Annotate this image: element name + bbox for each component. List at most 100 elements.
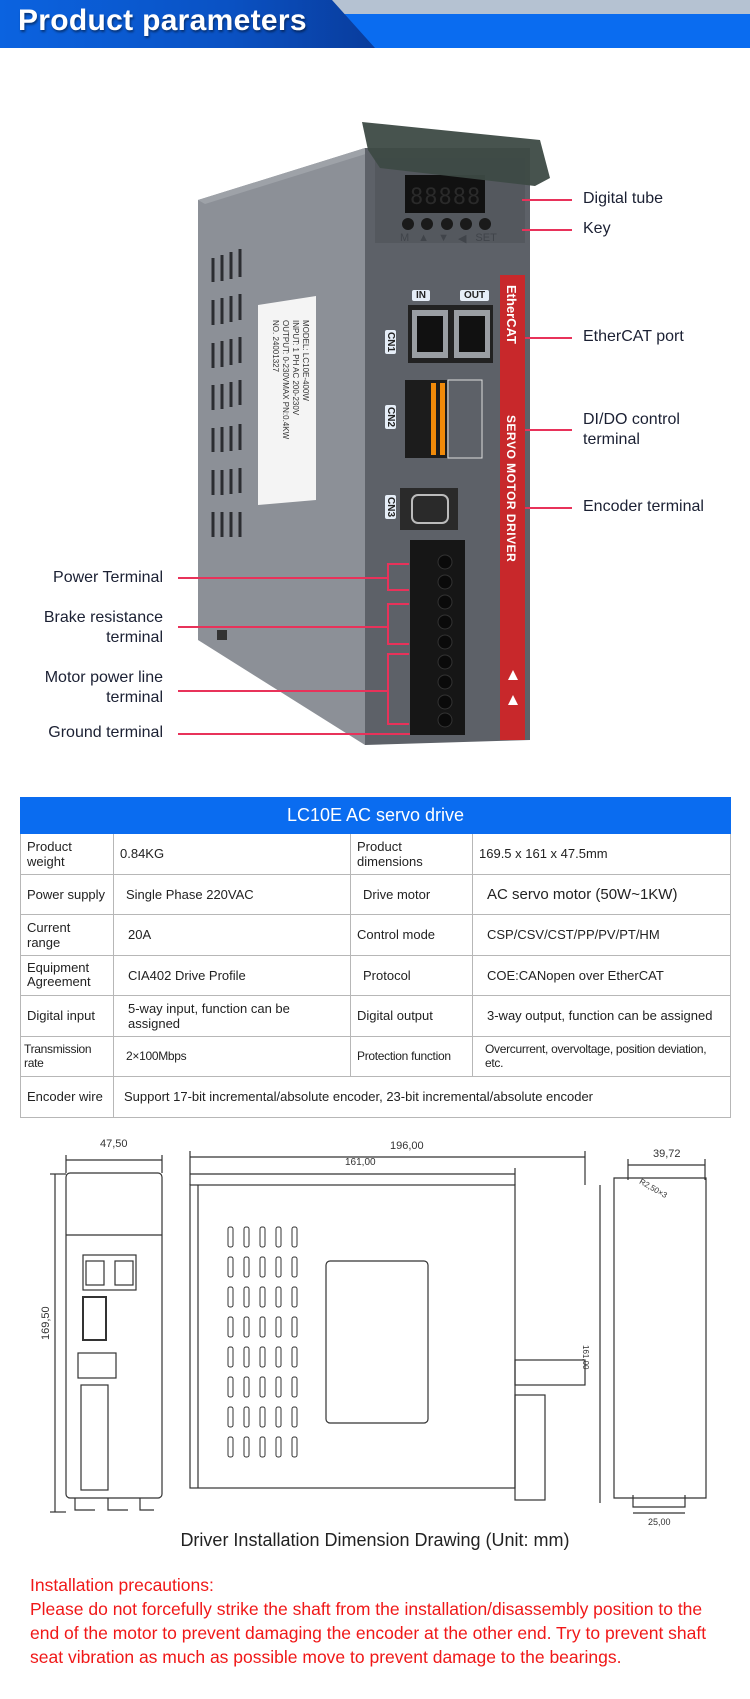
callout-line-power bbox=[178, 577, 388, 579]
table-row: Transmission rate 2×100Mbps Protection f… bbox=[20, 1035, 731, 1077]
callout-line-ethercat bbox=[525, 337, 572, 339]
nameplate-text: MODEL: LC10E-400W INPUT: 1 PH AC 200-230… bbox=[271, 320, 310, 440]
spec-label: Power supply bbox=[20, 873, 114, 915]
callout-line-dido bbox=[525, 429, 572, 431]
callout-digital-tube: Digital tube bbox=[583, 190, 664, 207]
vent-slot bbox=[291, 1376, 298, 1398]
connector-label-cn2: CN2 bbox=[385, 405, 396, 430]
spec-label: Control mode bbox=[350, 914, 473, 956]
product-image: IN OUT CN1 CN2 CN3 EtherCAT SERVO MOTOR … bbox=[0, 0, 750, 760]
dim-front-height: 169,50 bbox=[40, 1306, 52, 1340]
vent-slot bbox=[243, 1256, 250, 1278]
table-row: Equipment Agreement CIA402 Drive Profile… bbox=[20, 954, 731, 996]
dimension-drawing bbox=[50, 1151, 707, 1514]
notes-body: Please do not forcefully strike the shaf… bbox=[30, 1599, 707, 1667]
callout-power-terminal: Power Terminal bbox=[53, 569, 163, 586]
callout-encoder-terminal: Encoder terminal bbox=[583, 498, 704, 515]
vent-slot bbox=[275, 1346, 282, 1368]
callout-line-motor bbox=[178, 690, 388, 692]
spec-label: Equipment Agreement bbox=[20, 954, 114, 996]
callout-ethercat-port: EtherCAT port bbox=[583, 328, 684, 345]
vent-slot bbox=[227, 1346, 234, 1368]
side-view-vent-slots bbox=[227, 1226, 298, 1458]
spec-value: CSP/CSV/CST/PP/PV/PT/HM bbox=[472, 914, 731, 956]
vent-slot bbox=[259, 1436, 266, 1458]
high-voltage-warning-icon bbox=[508, 670, 518, 680]
callout-line-ground bbox=[178, 733, 410, 735]
digital-tube-display bbox=[405, 175, 485, 213]
dim-back-slot-spacing: 25,00 bbox=[648, 1517, 671, 1527]
callout-bracket-brake bbox=[387, 603, 409, 645]
vent-slot bbox=[227, 1316, 234, 1338]
vent-slot bbox=[243, 1406, 250, 1428]
notes-title: Installation precautions: bbox=[30, 1575, 214, 1595]
vent-slot bbox=[291, 1286, 298, 1308]
spec-table: LC10E AC servo drive Product weight 0.84… bbox=[20, 797, 731, 1118]
power-terminal-block bbox=[410, 540, 465, 735]
key-label-up: ▲ bbox=[418, 232, 430, 244]
callout-motor-power: Motor power line terminal bbox=[44, 669, 163, 706]
spec-label: Current range bbox=[20, 914, 114, 956]
spec-label: Product weight bbox=[20, 833, 114, 875]
key-label-m: M bbox=[400, 232, 410, 244]
dimension-caption: Driver Installation Dimension Drawing (U… bbox=[180, 1530, 570, 1550]
callout-dido-terminal: DI/DO control terminal bbox=[583, 411, 680, 448]
servo-drive-illustration bbox=[198, 122, 550, 745]
vent-slot bbox=[275, 1226, 282, 1248]
key-buttons bbox=[402, 218, 491, 230]
dim-side-height: 161,00 bbox=[581, 1345, 590, 1370]
vent-slot bbox=[275, 1286, 282, 1308]
table-row: Product weight 0.84KG Product dimensions… bbox=[20, 833, 731, 875]
spec-label: Encoder wire bbox=[20, 1076, 114, 1118]
spec-value: AC servo motor (50W~1KW) bbox=[472, 873, 731, 915]
vent-slot bbox=[259, 1286, 266, 1308]
spec-value: CIA402 Drive Profile bbox=[113, 954, 351, 996]
spec-label: Drive motor bbox=[350, 873, 473, 915]
vent-slot bbox=[275, 1436, 282, 1458]
callout-brake-resistance: Brake resistance terminal bbox=[43, 609, 163, 646]
spec-value: 2×100Mbps bbox=[113, 1035, 351, 1077]
vent-slot bbox=[243, 1316, 250, 1338]
spec-label: Digital input bbox=[20, 995, 114, 1037]
key-label-set: SET bbox=[475, 232, 497, 244]
spec-table-title: LC10E AC servo drive bbox=[20, 797, 731, 834]
callout-ground-terminal: Ground terminal bbox=[48, 724, 163, 741]
port-label-out: OUT bbox=[460, 290, 490, 301]
dim-front-width: 47,50 bbox=[100, 1138, 128, 1150]
vent-slot bbox=[275, 1256, 282, 1278]
ethercat-logo: EtherCAT bbox=[504, 285, 519, 344]
key-label-left: ◀ bbox=[457, 233, 467, 245]
dim-side-body-length: 161,00 bbox=[345, 1157, 376, 1168]
spec-value: 169.5 x 161 x 47.5mm bbox=[472, 833, 731, 875]
back-view-drawing bbox=[599, 1159, 707, 1514]
vent-slot bbox=[259, 1346, 266, 1368]
servo-motor-driver-label: SERVO MOTOR DRIVER bbox=[504, 415, 518, 563]
vent-slot bbox=[259, 1226, 266, 1248]
vent-slot bbox=[275, 1316, 282, 1338]
vent-slot bbox=[259, 1316, 266, 1338]
connector-label-cn1: CN1 bbox=[385, 330, 396, 355]
header-accent-strip bbox=[330, 0, 750, 14]
vent-slot bbox=[291, 1346, 298, 1368]
vent-slot bbox=[291, 1406, 298, 1428]
hot-surface-warning-icon bbox=[508, 695, 518, 705]
vent-slot bbox=[291, 1256, 298, 1278]
spec-label: Protection function bbox=[350, 1035, 473, 1077]
table-row: Encoder wire Support 17-bit incremental/… bbox=[20, 1076, 731, 1118]
vent-slot bbox=[227, 1406, 234, 1428]
spec-value: 3-way output, function can be assigned bbox=[472, 995, 731, 1037]
vent-slot bbox=[227, 1376, 234, 1398]
vent-slots bbox=[211, 249, 242, 537]
vent-slot bbox=[291, 1226, 298, 1248]
port-label-in: IN bbox=[412, 290, 430, 301]
vent-slot bbox=[259, 1406, 266, 1428]
spec-label: Digital output bbox=[350, 995, 473, 1037]
display-cover bbox=[362, 122, 550, 186]
vent-slot bbox=[243, 1286, 250, 1308]
dim-side-total-length: 196,00 bbox=[390, 1140, 424, 1152]
dim-back-width: 39,72 bbox=[653, 1148, 681, 1160]
vent-slot bbox=[291, 1316, 298, 1338]
callout-line-brake bbox=[178, 626, 388, 628]
table-row: Current range 20A Control mode CSP/CSV/C… bbox=[20, 914, 731, 956]
vent-slot bbox=[227, 1226, 234, 1248]
